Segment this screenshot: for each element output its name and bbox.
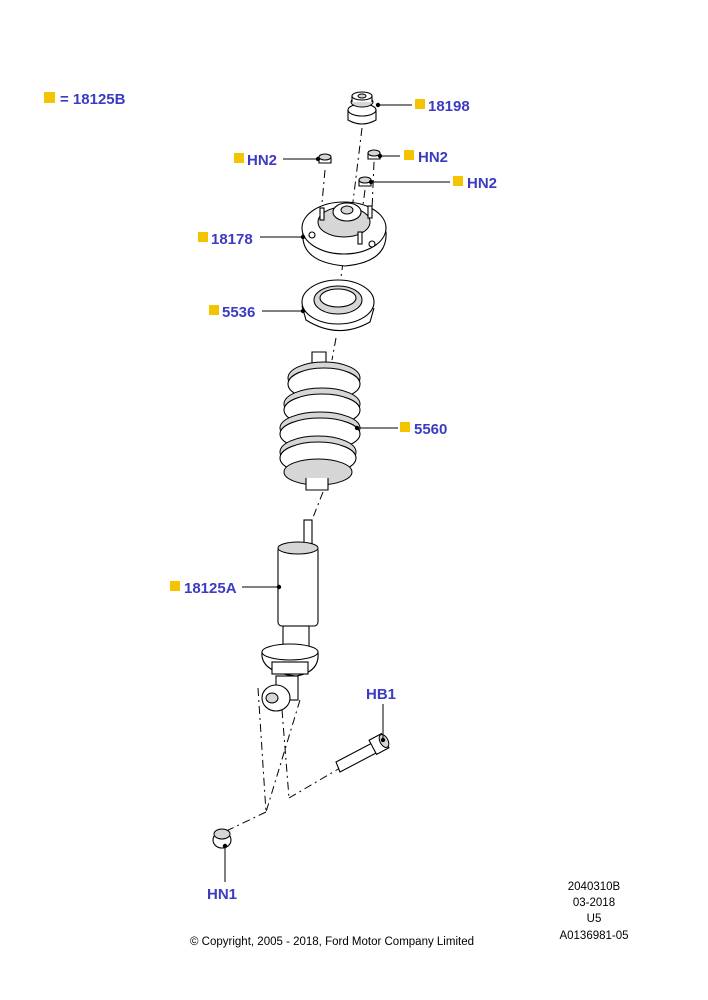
callout-hb1: HB1 (366, 686, 396, 743)
diagram-version: U5 (587, 913, 602, 925)
svg-text:18178: 18178 (211, 231, 253, 248)
callout-18178: 18178 (198, 231, 306, 248)
callout-5560: 5560 (354, 421, 447, 438)
svg-text:HB1: HB1 (366, 686, 396, 703)
callout-hn2-right: HN2 (368, 175, 497, 192)
svg-text:18125A: 18125A (184, 580, 237, 597)
legend: = 18125B (44, 91, 126, 108)
callout-hn2-left: HN2 (234, 152, 321, 169)
nut-hn2-left (318, 153, 332, 164)
coil-spring-5560 (279, 351, 361, 491)
shock-absorber-18125a (261, 519, 319, 712)
callout-18198: 18198 (375, 98, 470, 115)
callout-hn1: HN1 (207, 843, 237, 903)
diagram-date: 03-2018 (573, 897, 615, 909)
svg-text:HN2: HN2 (247, 152, 277, 169)
diagram-code: 2040310B (568, 881, 621, 893)
nut-hn2-right-top (367, 149, 381, 160)
legend-text: = 18125B (60, 91, 126, 108)
legend-marker (44, 92, 55, 103)
spring-seat-5536 (301, 279, 375, 332)
svg-text:HN1: HN1 (207, 886, 237, 903)
callout-18125a: 18125A (170, 580, 282, 597)
svg-text:5536: 5536 (222, 304, 255, 321)
mount-plate-18178 (301, 201, 387, 267)
copyright: © Copyright, 2005 - 2018, Ford Motor Com… (190, 936, 474, 948)
svg-text:HN2: HN2 (467, 175, 497, 192)
nut-hn1 (212, 828, 232, 849)
nut-hn2-right (358, 176, 372, 187)
svg-text:5560: 5560 (414, 421, 447, 438)
diagram-ref: A0136981-05 (559, 930, 628, 942)
callout-5536: 5536 (209, 304, 306, 321)
footer-codes: 2040310B 03-2018 U5 A0136981-05 (559, 881, 628, 942)
top-mount-18198 (347, 91, 377, 125)
svg-text:18198: 18198 (428, 98, 470, 115)
svg-text:HN2: HN2 (418, 149, 448, 166)
callout-hn2-right-top: HN2 (377, 149, 448, 166)
